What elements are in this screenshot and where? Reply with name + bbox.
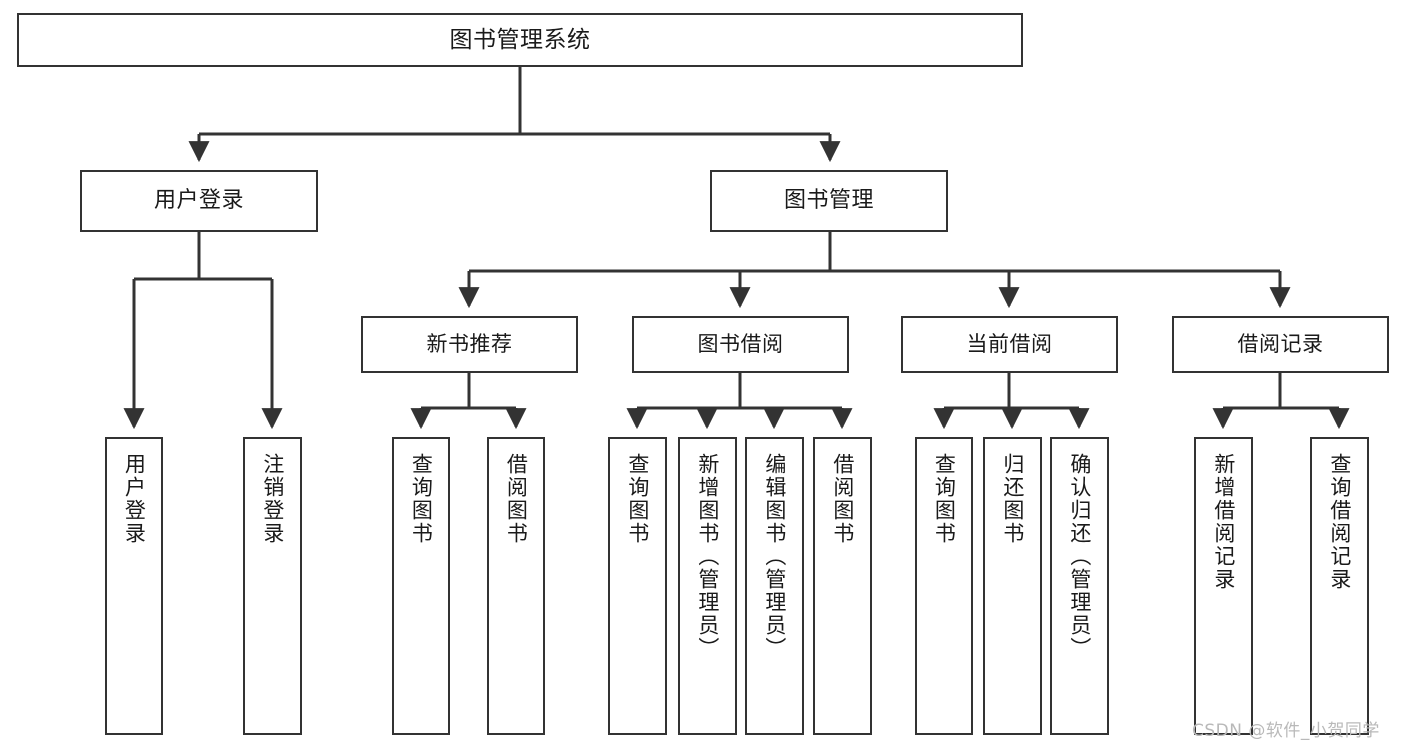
- node-current-borrow-label: 当前借阅: [966, 332, 1053, 357]
- node-leaf-user-logout-label: 注销登录: [260, 453, 285, 545]
- node-leaf-query-book-rec[interactable]: 查询图书: [392, 437, 450, 735]
- node-new-book-recommend-label: 新书推荐: [426, 332, 513, 357]
- node-leaf-confirm-return-admin-label: 确认归还（管理员）: [1067, 453, 1092, 660]
- node-leaf-user-login[interactable]: 用户登录: [105, 437, 163, 735]
- node-leaf-borrow-book[interactable]: 借阅图书: [813, 437, 872, 735]
- node-current-borrow[interactable]: 当前借阅: [901, 316, 1118, 373]
- node-leaf-query-book-cur[interactable]: 查询图书: [915, 437, 973, 735]
- node-user-login[interactable]: 用户登录: [80, 170, 318, 232]
- node-leaf-query-book-rec-label: 查询图书: [409, 453, 434, 545]
- node-leaf-edit-book-admin-label: 编辑图书（管理员）: [762, 453, 787, 660]
- node-leaf-return-book[interactable]: 归还图书: [983, 437, 1042, 735]
- node-leaf-borrow-book-rec[interactable]: 借阅图书: [487, 437, 545, 735]
- node-leaf-add-borrow-record-label: 新增借阅记录: [1211, 453, 1236, 591]
- node-book-manage[interactable]: 图书管理: [710, 170, 948, 232]
- node-book-manage-label: 图书管理: [783, 188, 874, 214]
- node-leaf-query-book-borrow-label: 查询图书: [625, 453, 650, 545]
- node-leaf-query-book-borrow[interactable]: 查询图书: [608, 437, 667, 735]
- node-root[interactable]: 图书管理系统: [17, 13, 1023, 67]
- node-leaf-return-book-label: 归还图书: [1000, 453, 1025, 545]
- node-leaf-borrow-book-rec-label: 借阅图书: [504, 453, 529, 545]
- node-new-book-recommend[interactable]: 新书推荐: [361, 316, 578, 373]
- node-leaf-query-borrow-record-label: 查询借阅记录: [1327, 453, 1352, 591]
- node-leaf-edit-book-admin[interactable]: 编辑图书（管理员）: [745, 437, 804, 735]
- node-leaf-confirm-return-admin[interactable]: 确认归还（管理员）: [1050, 437, 1109, 735]
- node-leaf-add-borrow-record[interactable]: 新增借阅记录: [1194, 437, 1253, 735]
- node-leaf-user-logout[interactable]: 注销登录: [243, 437, 302, 735]
- node-leaf-borrow-book-label: 借阅图书: [830, 453, 855, 545]
- node-borrow-record-label: 借阅记录: [1237, 332, 1324, 357]
- node-book-borrow[interactable]: 图书借阅: [632, 316, 849, 373]
- csdn-watermark: CSDN @软件_小贺同学: [1192, 721, 1380, 741]
- node-leaf-add-book-admin[interactable]: 新增图书（管理员）: [678, 437, 737, 735]
- node-borrow-record[interactable]: 借阅记录: [1172, 316, 1389, 373]
- node-leaf-add-book-admin-label: 新增图书（管理员）: [695, 453, 720, 660]
- node-leaf-user-login-label: 用户登录: [122, 453, 147, 545]
- node-leaf-query-borrow-record[interactable]: 查询借阅记录: [1310, 437, 1369, 735]
- node-leaf-query-book-cur-label: 查询图书: [932, 453, 957, 545]
- node-root-label: 图书管理系统: [449, 26, 591, 53]
- node-book-borrow-label: 图书借阅: [697, 332, 784, 357]
- node-user-login-label: 用户登录: [153, 188, 244, 214]
